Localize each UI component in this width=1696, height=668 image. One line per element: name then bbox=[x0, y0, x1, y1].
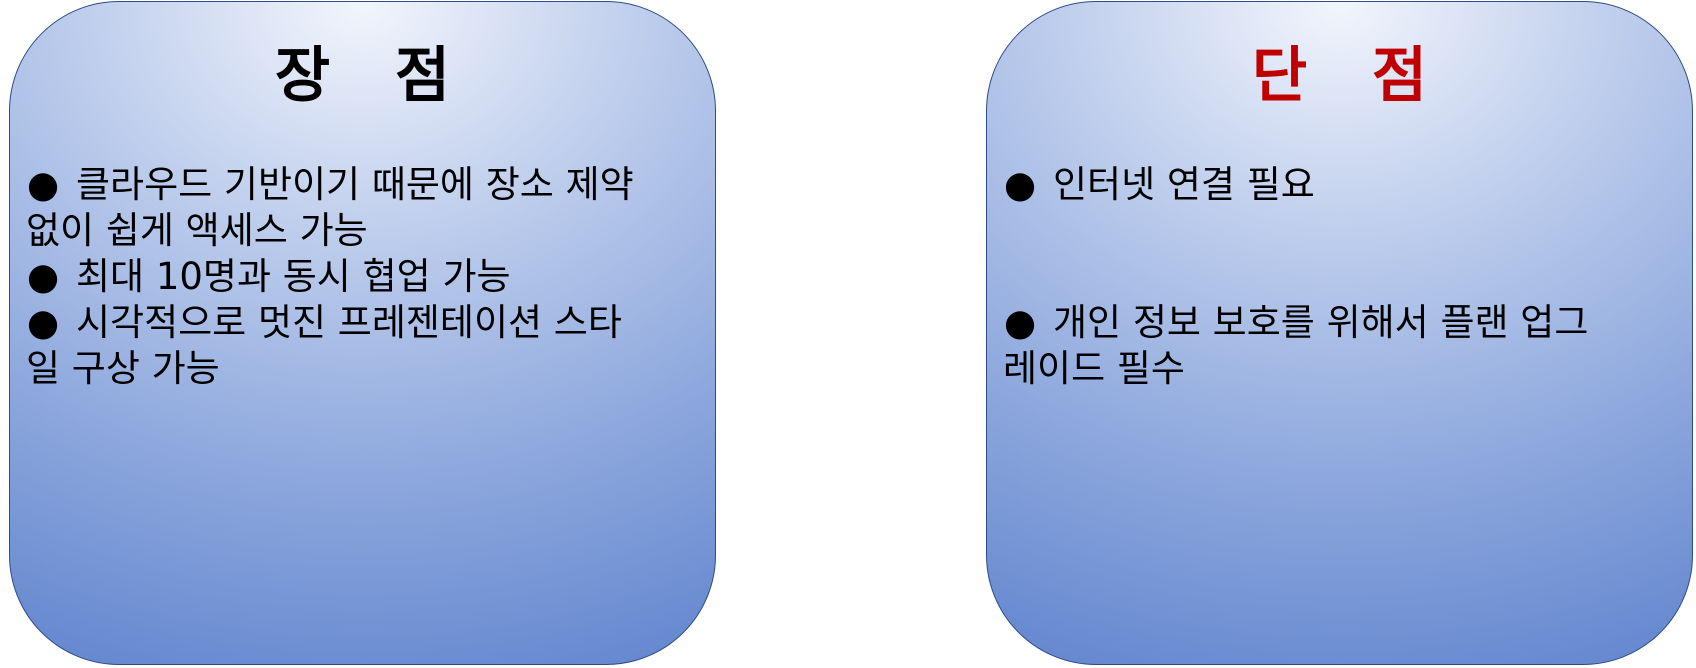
bullet-icon: ● bbox=[26, 255, 60, 298]
bullet-icon: ● bbox=[26, 163, 60, 206]
pros-panel: 장 점 ● 클라우드 기반이기 때문에 장소 제약 없이 쉽게 액세스 가능 ● 최… bbox=[9, 1, 716, 665]
bullet-icon: ● bbox=[26, 301, 60, 344]
pros-item: ● 최대 10명과 동시 협업 가능 bbox=[26, 254, 701, 300]
pros-item-text-cont: 없이 쉽게 액세스 가능 bbox=[26, 209, 368, 252]
bullet-icon: ● bbox=[1003, 301, 1037, 344]
cons-item: ● 개인 정보 보호를 위해서 플랜 업그 레이드 필수 bbox=[1003, 300, 1678, 392]
cons-item-text-cont: 레이드 필수 bbox=[1003, 347, 1185, 390]
cons-panel: 단 점 ● 인터넷 연결 필요 ● 개인 정보 보호를 위해서 플랜 업그 레이드 … bbox=[986, 1, 1693, 665]
cons-list: ● 인터넷 연결 필요 ● 개인 정보 보호를 위해서 플랜 업그 레이드 필수 bbox=[1003, 162, 1678, 392]
pros-item-text: 시각적으로 멋진 프레젠테이션 스타 bbox=[76, 301, 622, 344]
pros-item-text: 클라우드 기반이기 때문에 장소 제약 bbox=[76, 163, 634, 206]
pros-title: 장 점 bbox=[274, 41, 473, 111]
cons-item: ● 인터넷 연결 필요 bbox=[1003, 162, 1678, 208]
pros-item-text: 최대 10명과 동시 협업 가능 bbox=[76, 255, 511, 298]
pros-list: ● 클라우드 기반이기 때문에 장소 제약 없이 쉽게 액세스 가능 ● 최대 10… bbox=[26, 162, 701, 392]
pros-item: ● 시각적으로 멋진 프레젠테이션 스타 일 구상 가능 bbox=[26, 300, 701, 392]
cons-title: 단 점 bbox=[1251, 41, 1450, 111]
pros-item: ● 클라우드 기반이기 때문에 장소 제약 없이 쉽게 액세스 가능 bbox=[26, 162, 701, 254]
bullet-icon: ● bbox=[1003, 163, 1037, 206]
cons-item-text: 개인 정보 보호를 위해서 플랜 업그 bbox=[1053, 301, 1589, 344]
cons-item-text: 인터넷 연결 필요 bbox=[1053, 163, 1315, 206]
pros-item-text-cont: 일 구상 가능 bbox=[26, 347, 220, 390]
